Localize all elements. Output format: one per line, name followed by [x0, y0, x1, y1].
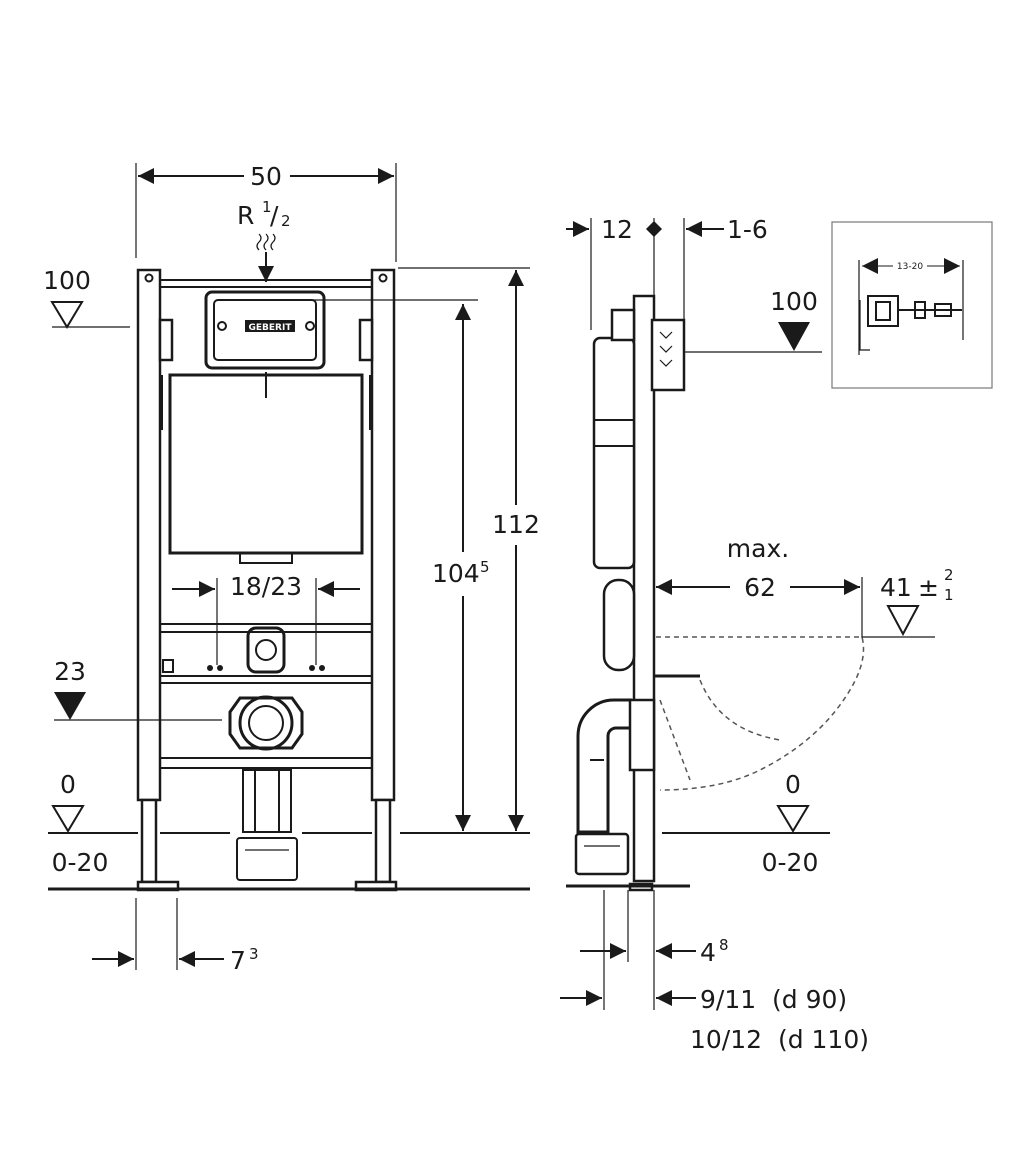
- side-level-0-label: 0: [785, 770, 801, 799]
- water-wave-icon: [256, 233, 276, 251]
- level-marker-0-front: 0 0-20: [48, 770, 530, 891]
- level-0-label: 0: [60, 770, 76, 799]
- bowl-height-plus: 2: [944, 566, 954, 584]
- height-104-label: 104: [432, 559, 480, 588]
- width-label: 50: [250, 162, 282, 191]
- foot-dim-sup: 3: [249, 945, 259, 963]
- max-label: max.: [727, 534, 789, 563]
- thread-denominator: 2: [281, 212, 291, 230]
- frame-posts: [136, 268, 398, 892]
- detail-inset: 13-20: [831, 221, 993, 389]
- width-dimension: 50: [135, 162, 397, 262]
- side-view: 12 1-6 100: [560, 215, 993, 1054]
- level-marker-23: 23: [54, 657, 222, 721]
- depth-dimensions: 12 1-6: [566, 215, 768, 330]
- depth-label: 12: [601, 215, 633, 244]
- wall-gap-label: 1-6: [727, 215, 768, 244]
- level-100-label: 100: [43, 266, 91, 295]
- spacing-dimension: 18/23: [172, 572, 360, 665]
- frame-rails: [160, 623, 372, 769]
- height-dimensions: 104 5 112: [425, 270, 548, 831]
- inset-dim-label: 13-20: [897, 262, 923, 272]
- side-level-100-label: 100: [770, 287, 818, 316]
- level-marker-0-side: 0 0-20: [566, 770, 830, 888]
- cistern: GEBERIT: [160, 279, 372, 564]
- front-view: 50 R 1 / 2: [43, 162, 548, 975]
- pipe-d110-label: 10/12 (d 110): [690, 1025, 869, 1054]
- pipe-offset-sup: 8: [719, 936, 729, 954]
- toilet-bowl-outline: [654, 636, 865, 791]
- height-112-label: 112: [492, 510, 540, 539]
- level-marker-100: 100: [43, 266, 130, 329]
- foot-dimension: 7 3: [92, 898, 259, 975]
- foot-dim-label: 7: [230, 946, 246, 975]
- floor-range-label: 0-20: [52, 848, 109, 877]
- bowl-projection-dimension: max. 62 41 ± 2 1: [656, 534, 954, 638]
- height-104-sup: 5: [480, 558, 490, 576]
- brand-label: GEBERIT: [249, 323, 293, 333]
- side-frame: [574, 294, 686, 892]
- thread-label: R: [237, 201, 254, 230]
- brand-plate: [245, 320, 295, 332]
- pipe-offset-label: 4: [700, 938, 716, 967]
- pipe-dimensions: 4 8 9/11 (d 90) 10/12 (d 110): [560, 890, 869, 1054]
- level-marker-100-side: 100: [684, 287, 822, 353]
- bowl-height-minus: 1: [944, 586, 954, 604]
- svg-text:±: ±: [918, 573, 939, 602]
- drain-connector: [228, 626, 304, 881]
- svg-text:/: /: [270, 201, 279, 230]
- side-floor-range-label: 0-20: [762, 848, 819, 877]
- level-23-label: 23: [54, 657, 86, 686]
- water-connection-label: R 1 / 2: [237, 198, 291, 282]
- thread-numerator: 1: [262, 198, 272, 216]
- pipe-d90-label: 9/11 (d 90): [700, 985, 847, 1014]
- bowl-height-label: 41: [880, 573, 912, 602]
- spacing-label: 18/23: [230, 572, 302, 601]
- bowl-projection-label: 62: [744, 573, 776, 602]
